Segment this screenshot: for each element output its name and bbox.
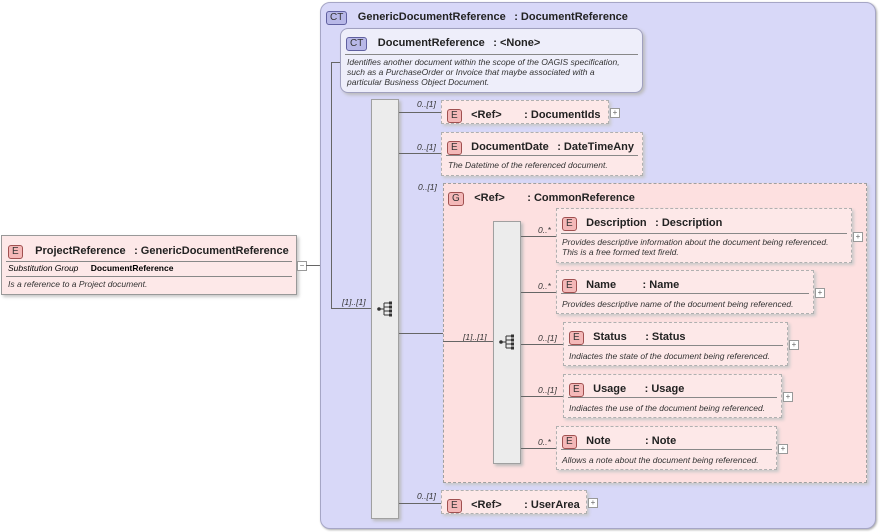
element-name: DocumentDate — [471, 141, 549, 153]
inner-sequence-multiplicity: [1]..[1] — [463, 332, 487, 342]
outer-sequence-multiplicity: [1]..[1] — [342, 297, 366, 307]
element-type: : DocumentIds — [524, 109, 601, 121]
complex-type-name: GenericDocumentReference — [357, 11, 506, 23]
element-badge: E — [562, 435, 577, 449]
element-multiplicity: 0..* — [538, 437, 551, 447]
element-box-description[interactable]: E Description : Description Provides des… — [556, 208, 852, 263]
element-badge: E — [562, 217, 577, 231]
element-box-name[interactable]: E Name : Name Provides descriptive name … — [556, 270, 814, 314]
expand-plus-icon[interactable]: + — [778, 444, 788, 454]
sequence-compositor-icon — [499, 334, 514, 350]
element-type: : DateTimeAny — [557, 141, 635, 153]
element-multiplicity: 0..[1] — [417, 491, 436, 501]
element-badge: E — [569, 383, 584, 397]
element-doc-line: Indiactes the use of the document being … — [569, 403, 766, 413]
base-type-name: DocumentReference — [377, 37, 485, 49]
element-multiplicity: 0..[1] — [417, 142, 436, 152]
base-type-box[interactable]: CT DocumentReference : <None> Identifies… — [340, 28, 643, 93]
group-badge: G — [448, 192, 464, 206]
element-doc: The Datetime of the referenced document. — [448, 160, 608, 170]
element-multiplicity: 0..[1] — [538, 385, 557, 395]
element-multiplicity: 0..[1] — [538, 333, 557, 343]
element-badge: E — [8, 245, 23, 259]
element-name: <Ref> — [471, 499, 502, 511]
substitution-group-value: DocumentReference — [90, 263, 174, 273]
base-type-type: : <None> — [493, 37, 541, 49]
element-doc-line: This is a free formed text fireld. — [562, 247, 679, 257]
group-type: : CommonReference — [527, 192, 635, 204]
element-doc-line: Allows a note about the document being r… — [562, 455, 759, 465]
sequence-compositor-icon — [377, 301, 392, 317]
base-type-badge: CT — [346, 37, 368, 51]
base-type-doc-line: Identifies another document within the s… — [347, 57, 620, 67]
group-multiplicity: 0..[1] — [418, 182, 437, 192]
element-doc-line: Indiactes the state of the document bein… — [569, 351, 770, 361]
element-box-documentids[interactable]: E <Ref> : DocumentIds — [441, 100, 609, 124]
element-badge: E — [447, 109, 462, 123]
element-doc-line: Provides descriptive information about t… — [562, 237, 829, 247]
element-name: Name — [586, 279, 617, 291]
element-badge: E — [447, 499, 462, 513]
root-element-box[interactable]: E ProjectReference : GenericDocumentRefe… — [1, 235, 297, 295]
element-name: <Ref> — [471, 109, 502, 121]
complex-type-badge: CT — [326, 11, 348, 25]
root-element-name: ProjectReference — [35, 245, 126, 257]
element-name: Description — [586, 217, 647, 229]
element-name: Note — [586, 435, 611, 447]
element-multiplicity: 0..* — [538, 281, 551, 291]
element-badge: E — [569, 331, 584, 345]
element-box-documentdate[interactable]: E DocumentDate : DateTimeAny The Datetim… — [441, 132, 643, 176]
element-box-userarea[interactable]: E <Ref> : UserArea — [441, 490, 587, 514]
expand-plus-icon[interactable]: + — [610, 108, 620, 118]
inner-sequence-compositor[interactable] — [493, 221, 521, 464]
root-element-type: : GenericDocumentReference — [134, 245, 289, 257]
expand-plus-icon[interactable]: + — [853, 232, 863, 242]
substitution-group-label: Substitution Group — [8, 263, 79, 273]
element-multiplicity: 0..[1] — [417, 99, 436, 109]
root-element-doc: Is a reference to a Project document. — [8, 279, 148, 289]
element-multiplicity: 0..* — [538, 225, 551, 235]
element-type: : UserArea — [524, 499, 580, 511]
base-type-doc-line: such as a PurchaseOrder or Invoice that … — [347, 67, 595, 77]
element-name: Usage — [593, 383, 627, 395]
expand-plus-icon[interactable]: + — [783, 392, 793, 402]
base-type-doc-line: particular Business Object Document. — [347, 77, 490, 87]
group-name: <Ref> — [474, 192, 505, 204]
element-type: : Note — [645, 435, 677, 447]
element-box-note[interactable]: E Note : Note Allows a note about the do… — [556, 426, 777, 470]
expand-plus-icon[interactable]: + — [789, 340, 799, 350]
element-type: : Status — [645, 331, 686, 343]
element-type: : Description — [655, 217, 723, 229]
outer-sequence-compositor[interactable] — [371, 99, 399, 519]
element-badge: E — [562, 279, 577, 293]
expand-plus-icon[interactable]: + — [815, 288, 825, 298]
element-type: : Name — [642, 279, 680, 291]
element-type: : Usage — [644, 383, 685, 395]
element-box-status[interactable]: E Status : Status Indiactes the state of… — [563, 322, 788, 366]
element-box-usage[interactable]: E Usage : Usage Indiactes the use of the… — [563, 374, 782, 418]
complex-type-base: : DocumentReference — [514, 11, 628, 23]
expand-plus-icon[interactable]: + — [588, 498, 598, 508]
element-badge: E — [447, 141, 462, 155]
element-doc-line: Provides descriptive name of the documen… — [562, 299, 794, 309]
element-name: Status — [593, 331, 627, 343]
collapse-minus-icon[interactable]: − — [297, 261, 307, 271]
